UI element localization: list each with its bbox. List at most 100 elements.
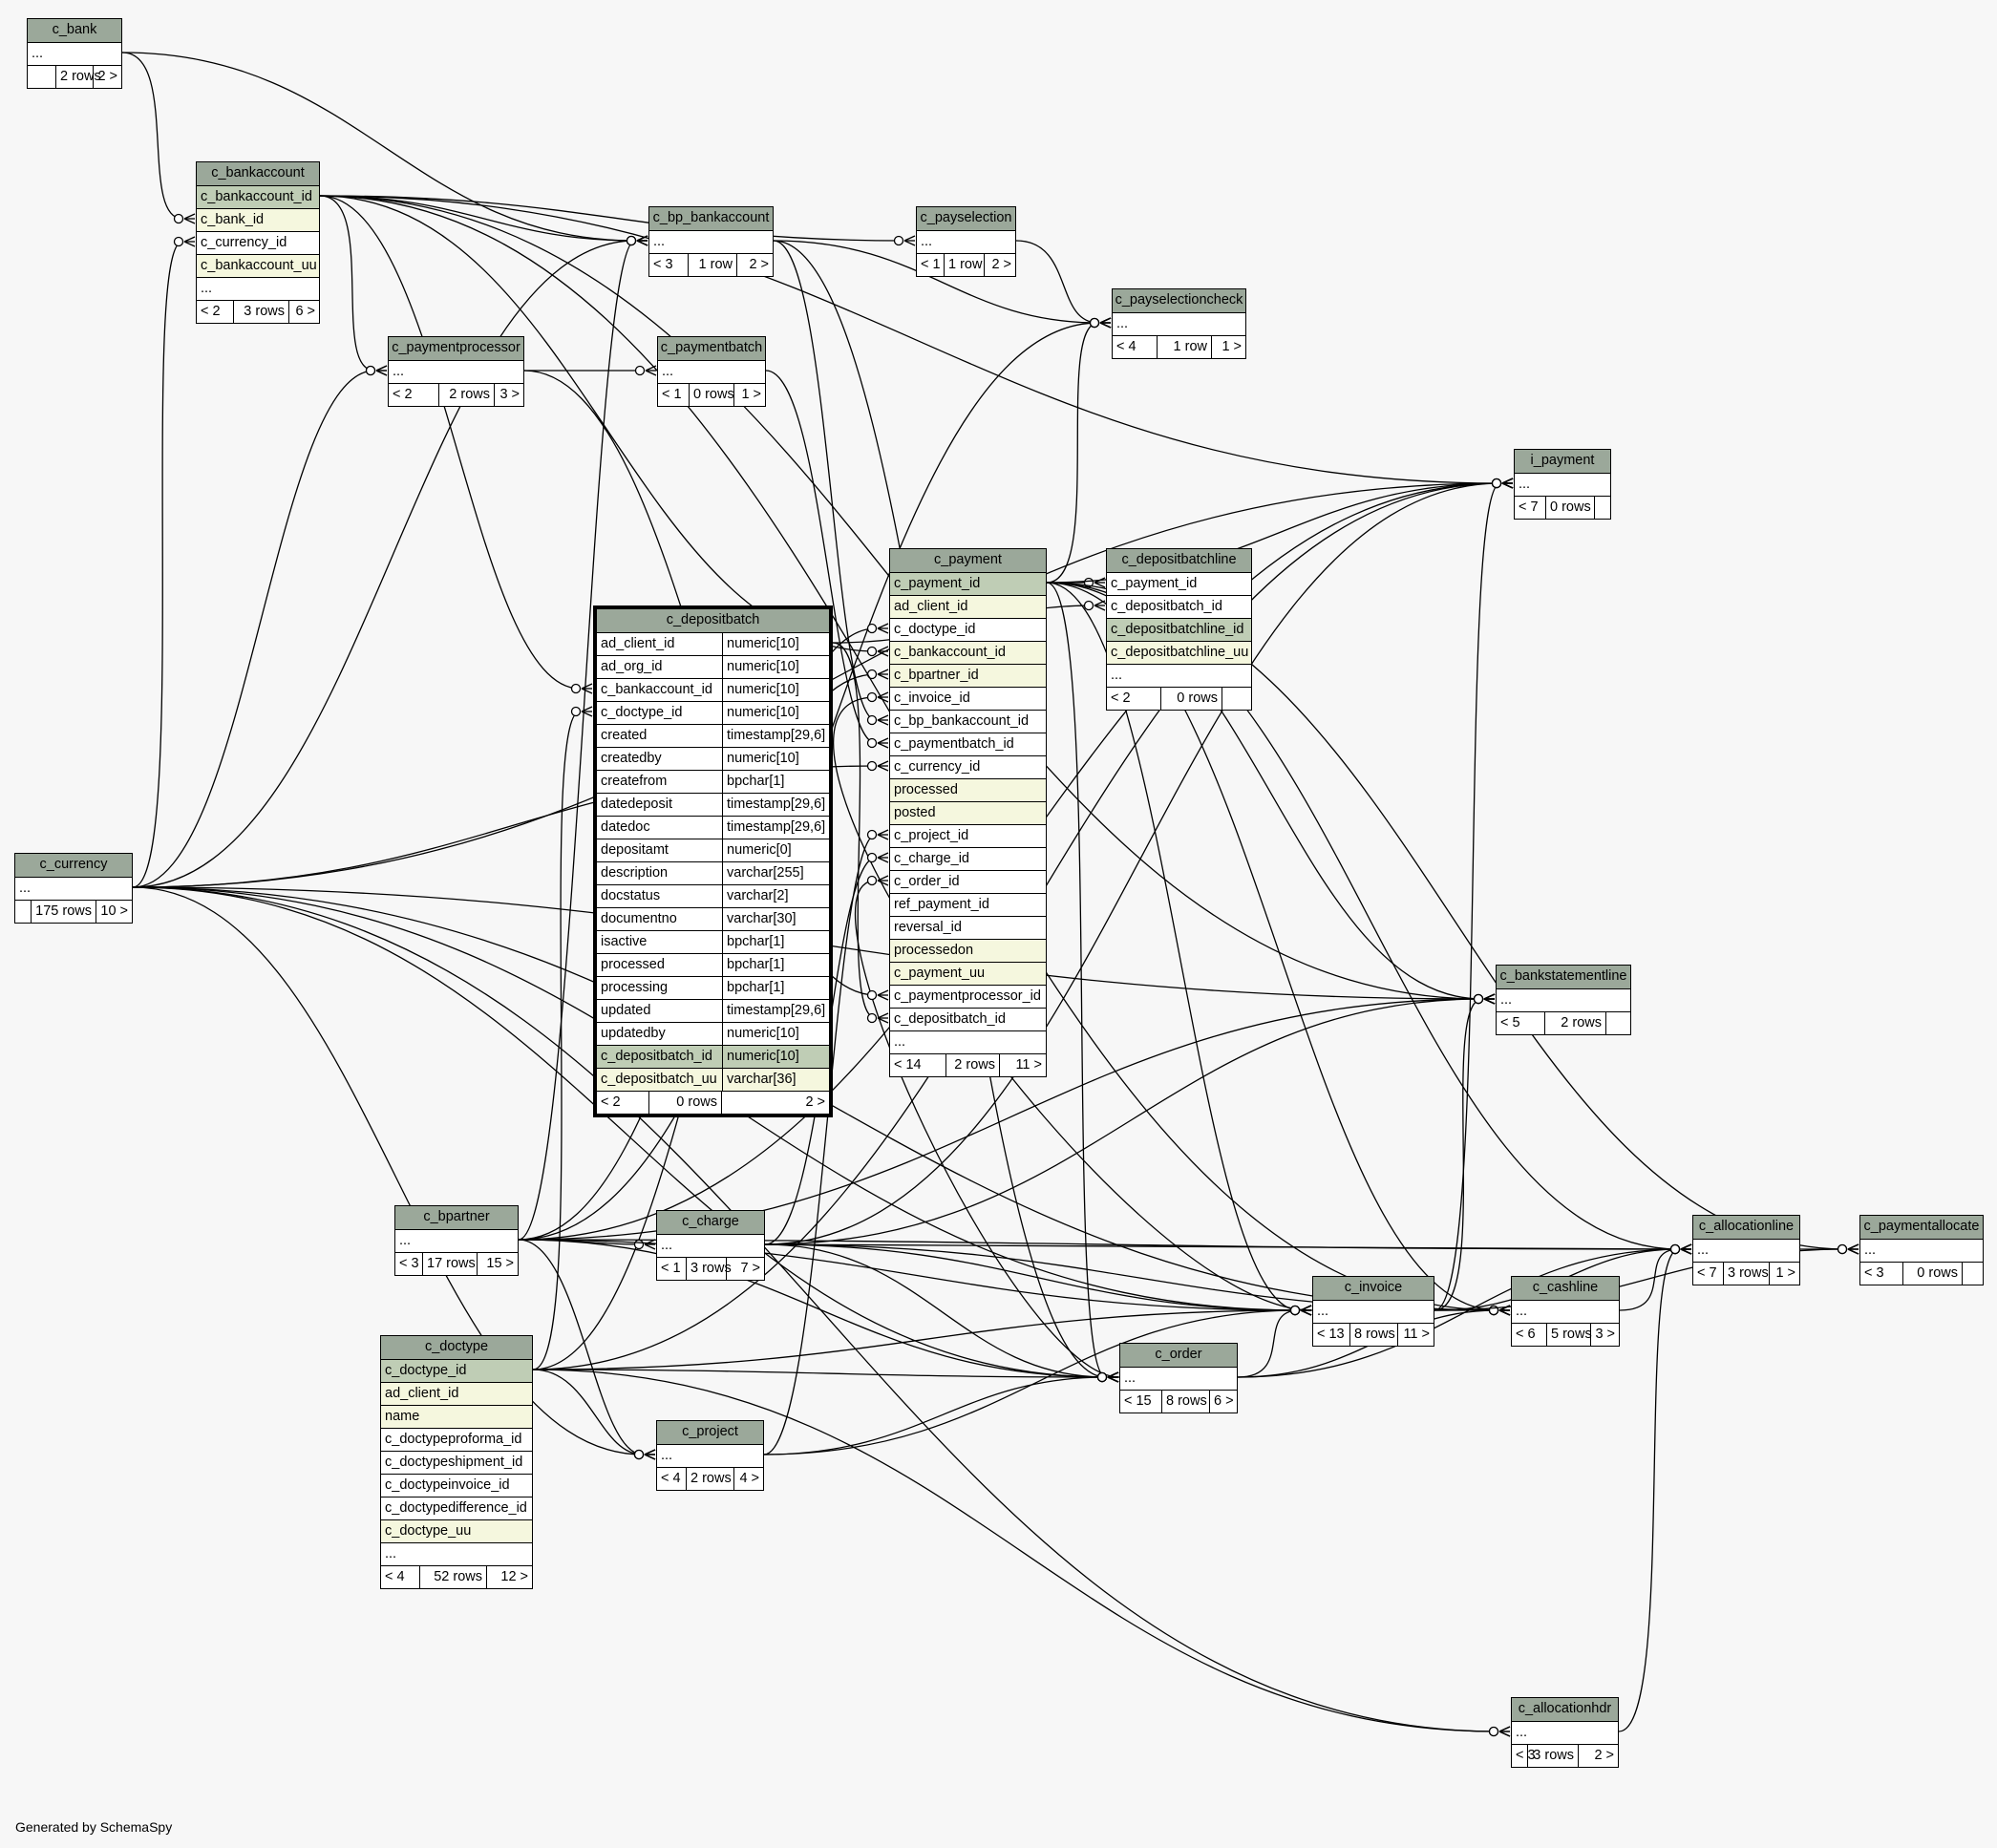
table-title[interactable]: c_allocationhdr	[1512, 1698, 1618, 1721]
table-title[interactable]: c_bp_bankaccount	[649, 207, 773, 230]
column-row[interactable]: c_payment_id	[1107, 572, 1251, 595]
column-row[interactable]: c_paymentbatch_id	[890, 733, 1046, 755]
table-title[interactable]: c_currency	[15, 854, 132, 877]
more-columns-row[interactable]: ...	[389, 360, 523, 383]
more-columns-row[interactable]: ...	[1860, 1239, 1983, 1262]
table-title[interactable]: c_bankstatementline	[1497, 966, 1630, 988]
column-row[interactable]: c_charge_id	[890, 847, 1046, 870]
column-row[interactable]: posted	[890, 801, 1046, 824]
column-row[interactable]: c_paymentprocessor_id	[890, 985, 1046, 1008]
column-row[interactable]: c_doctypeproforma_id	[381, 1428, 532, 1451]
column-row[interactable]: c_bank_id	[197, 208, 319, 231]
more-columns-row[interactable]: ...	[28, 42, 121, 65]
table-title[interactable]: c_paymentprocessor	[389, 337, 523, 360]
table-title[interactable]: c_doctype	[381, 1336, 532, 1359]
column-row[interactable]: c_doctypeinvoice_id	[381, 1474, 532, 1497]
more-columns-row[interactable]: ...	[657, 1444, 763, 1467]
column-row[interactable]: c_bpartner_id	[890, 664, 1046, 687]
more-columns-row[interactable]: ...	[1497, 988, 1630, 1011]
column-row[interactable]: c_payment_id	[890, 572, 1046, 595]
table-title[interactable]: c_allocationline	[1693, 1216, 1799, 1239]
column-row[interactable]: c_doctype_id	[890, 618, 1046, 641]
more-columns-row[interactable]: ...	[890, 1030, 1046, 1053]
table-title[interactable]: c_paymentallocate	[1860, 1216, 1983, 1239]
more-columns-row[interactable]: ...	[15, 877, 132, 900]
table-title[interactable]: c_invoice	[1313, 1277, 1434, 1300]
column-row[interactable]: c_bankaccount_uu	[197, 254, 319, 277]
more-columns-row[interactable]: ...	[381, 1542, 532, 1565]
table-title[interactable]: c_payselection	[917, 207, 1015, 230]
column-row[interactable]: c_bankaccount_id	[890, 641, 1046, 664]
column-row[interactable]: c_order_id	[890, 870, 1046, 893]
column-row[interactable]: c_depositbatchline_uu	[1107, 641, 1251, 664]
table-title[interactable]: c_order	[1120, 1344, 1237, 1367]
column-row[interactable]: c_bankaccount_id	[197, 185, 319, 208]
table-title[interactable]: c_bpartner	[395, 1206, 518, 1229]
more-columns-row[interactable]: ...	[917, 230, 1015, 253]
table-title[interactable]: c_bank	[28, 19, 121, 42]
more-columns-row[interactable]: ...	[1107, 664, 1251, 687]
column-row[interactable]: c_bp_bankaccount_id	[890, 710, 1046, 733]
column-row[interactable]: c_currency_id	[197, 231, 319, 254]
more-columns-row[interactable]: ...	[1113, 312, 1245, 335]
more-columns-row[interactable]: ...	[1693, 1239, 1799, 1262]
column-row[interactable]: c_depositbatch_id	[890, 1008, 1046, 1030]
column-row[interactable]: ad_client_id	[381, 1382, 532, 1405]
more-columns-row[interactable]: ...	[1512, 1721, 1618, 1744]
column-row[interactable]: c_currency_id	[890, 755, 1046, 778]
more-columns-row[interactable]: ...	[1512, 1300, 1619, 1323]
more-columns-row[interactable]: ...	[395, 1229, 518, 1252]
column-row[interactable]: reversal_id	[890, 916, 1046, 939]
table-title[interactable]: c_payment	[890, 549, 1046, 572]
column-row[interactable]: name	[381, 1405, 532, 1428]
column-row[interactable]: c_depositbatchline_id	[1107, 618, 1251, 641]
more-columns-row[interactable]: ...	[197, 277, 319, 300]
column-row[interactable]: c_doctype_id	[381, 1359, 532, 1382]
table-title[interactable]: c_paymentbatch	[658, 337, 765, 360]
column-row[interactable]: c_depositbatch_id	[1107, 595, 1251, 618]
column-row[interactable]: processed	[890, 778, 1046, 801]
column-row[interactable]: processedon	[890, 939, 1046, 962]
column-row[interactable]: c_doctypeshipment_id	[381, 1451, 532, 1474]
table-title[interactable]: c_payselectioncheck	[1113, 289, 1245, 312]
table-title[interactable]: i_payment	[1515, 450, 1610, 473]
table-title[interactable]: c_charge	[657, 1211, 764, 1234]
